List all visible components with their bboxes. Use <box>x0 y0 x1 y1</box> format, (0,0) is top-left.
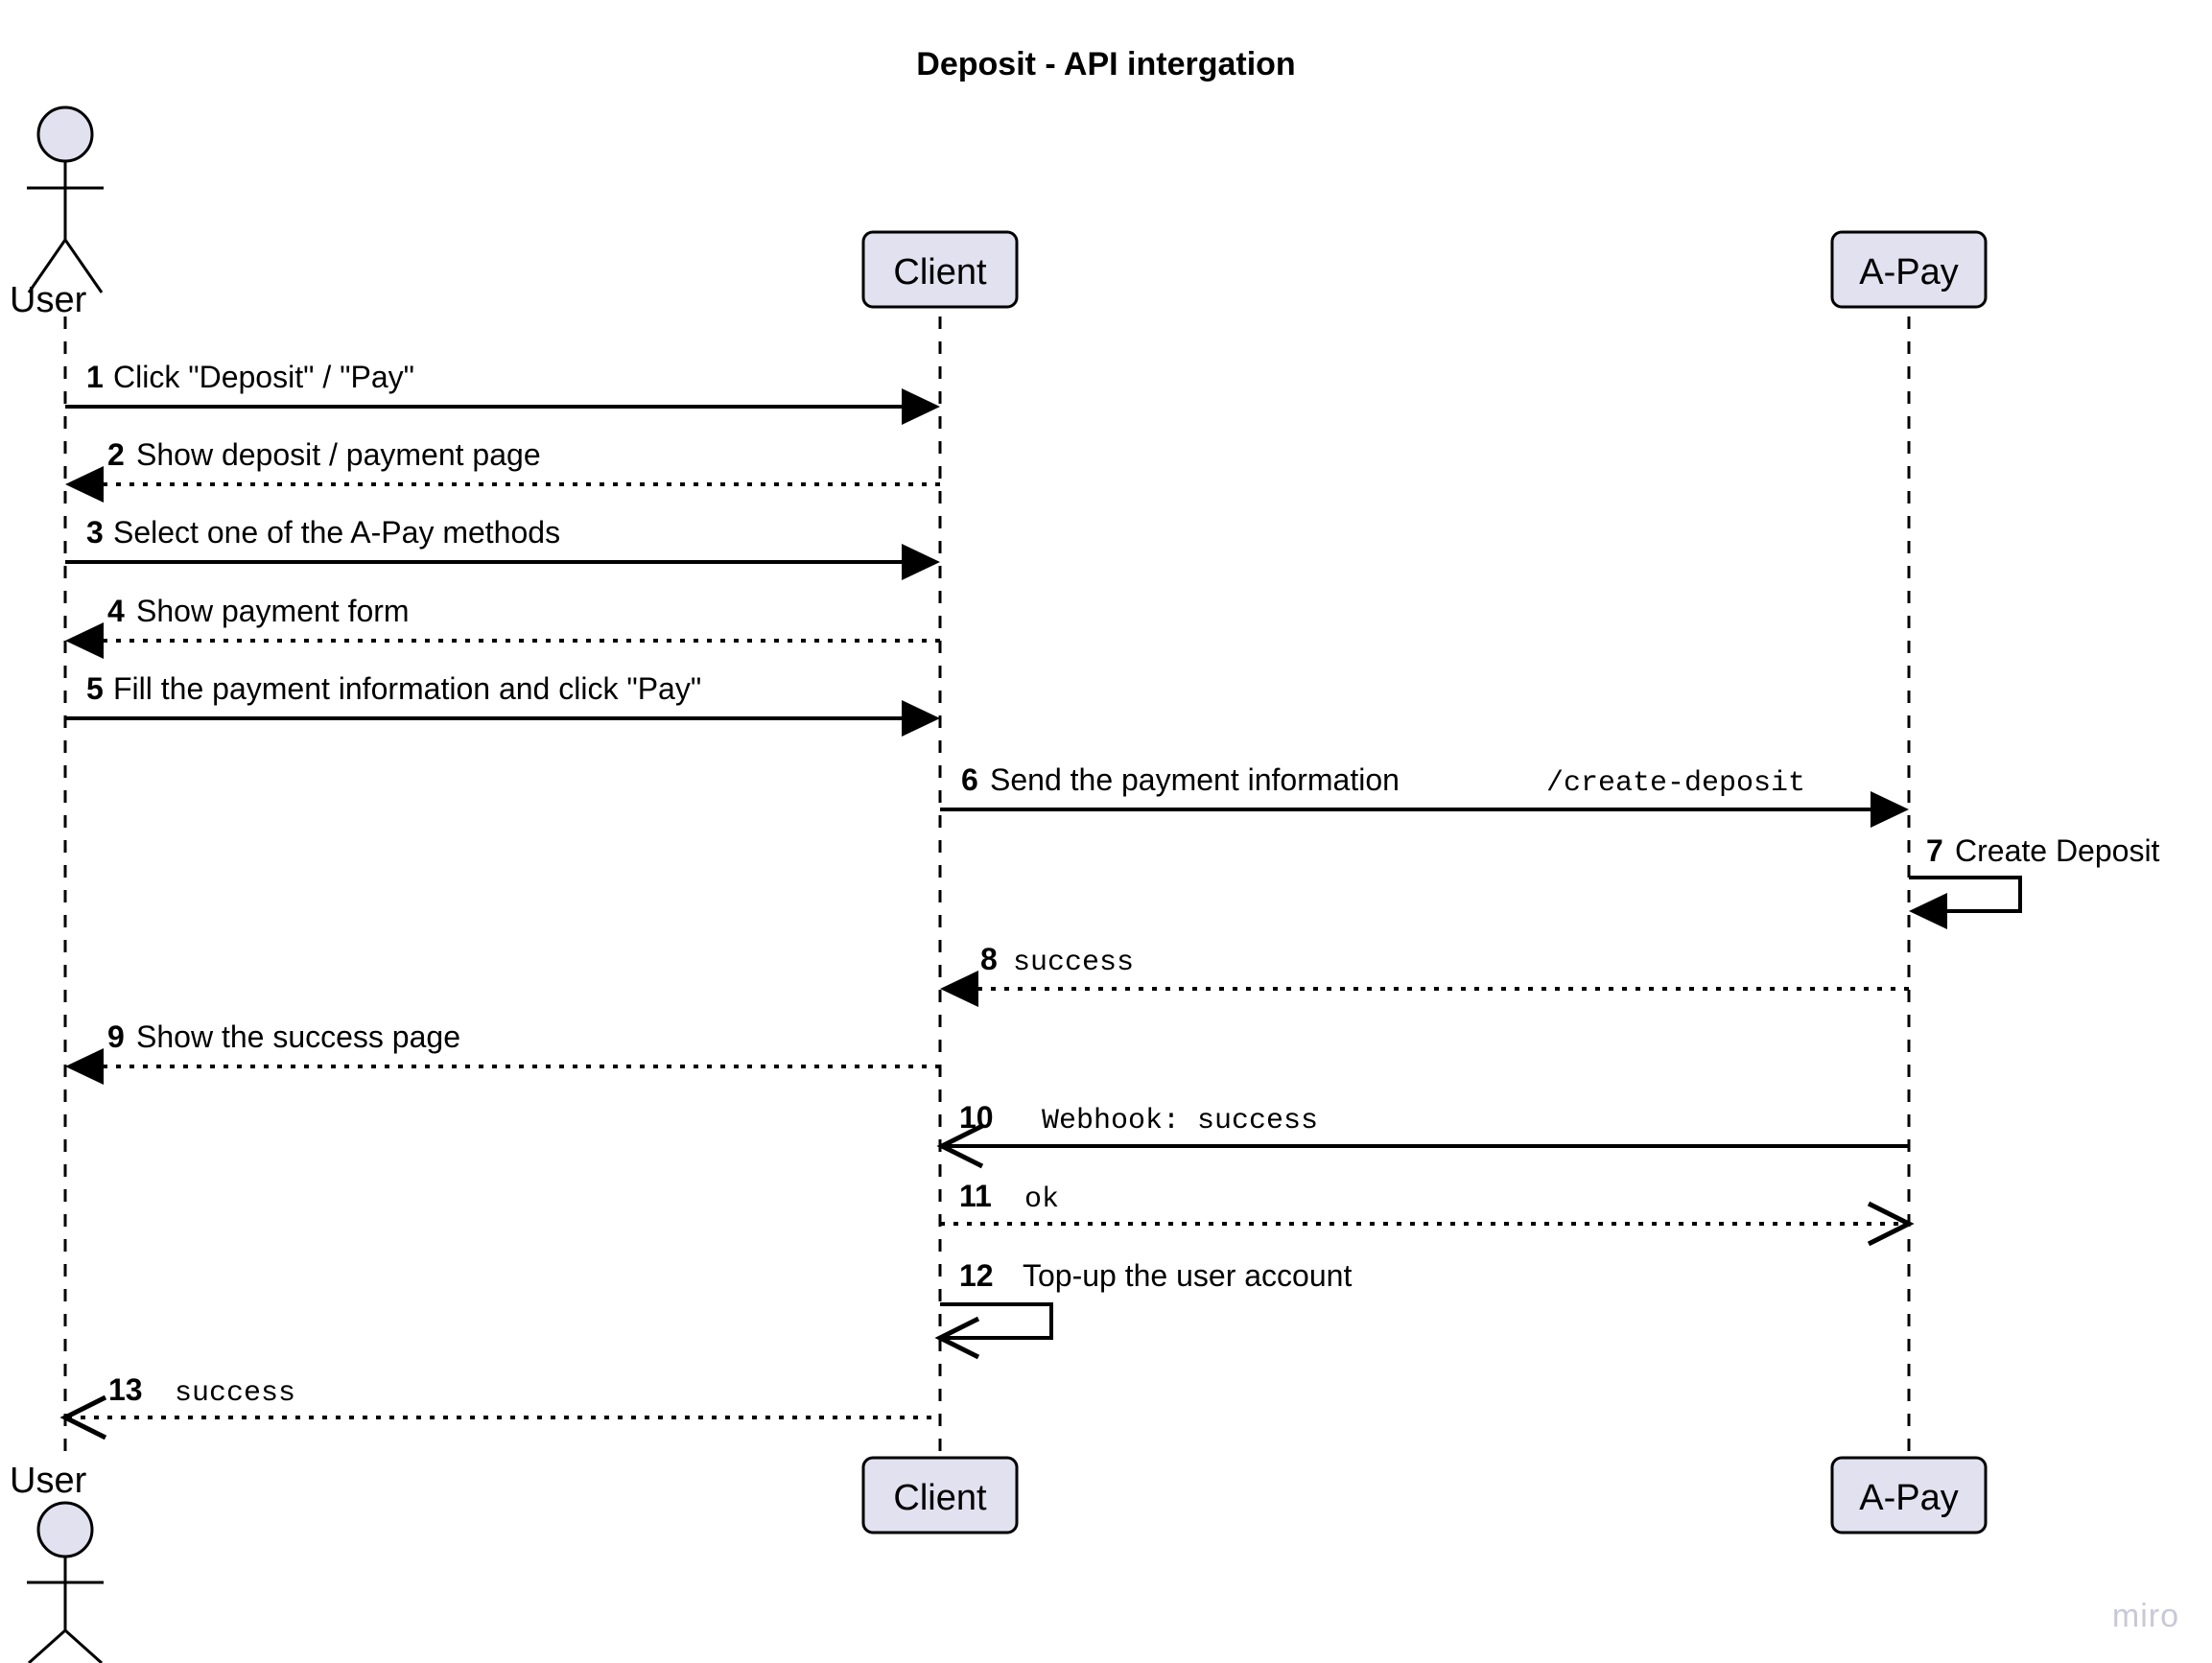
message-5[interactable]: 5 Fill the payment information and click… <box>65 671 940 737</box>
message-7-selfloop-path <box>1909 876 2022 913</box>
message-13-arrowhead <box>59 1394 107 1440</box>
message-9-number: 9 <box>107 1019 125 1054</box>
message-10-arrowhead <box>936 1123 984 1169</box>
actor-left-leg-line <box>27 1628 67 1663</box>
message-7-label: Create Deposit <box>1955 833 2160 868</box>
message-12-label: Top-up the user account <box>1023 1258 1352 1293</box>
actor-head-icon <box>36 105 94 163</box>
message-4-label: Show payment form <box>136 594 410 628</box>
message-5-label: Fill the payment information and click "… <box>113 671 701 706</box>
message-9[interactable]: 9 Show the success page <box>65 1019 940 1085</box>
participant-box-shape <box>861 1456 1019 1534</box>
actor-user-top-label: User <box>10 280 87 320</box>
message-13[interactable]: 13 success <box>59 1372 940 1440</box>
message-7[interactable]: 7 Create Deposit <box>1909 833 2160 929</box>
actor-right-leg-line <box>63 239 104 293</box>
actor-left-leg-line <box>27 239 67 293</box>
actor-user-bottom-label: User <box>10 1461 87 1501</box>
message-13-label: success <box>175 1377 295 1410</box>
message-2[interactable]: 2 Show deposit / payment page <box>65 437 940 503</box>
participant-box-shape <box>1830 230 1988 309</box>
message-4-arrowhead <box>65 622 104 659</box>
participant-box-shape <box>1830 1456 1988 1534</box>
message-12[interactable]: 12 Top-up the user account <box>934 1258 1352 1360</box>
message-6-arrowhead <box>1871 791 1909 828</box>
message-10-label: Webhook: success <box>1042 1105 1318 1137</box>
message-10[interactable]: 10 Webhook: success <box>936 1100 1909 1169</box>
message-5-number: 5 <box>86 671 104 706</box>
message-1-label: Click "Deposit" / "Pay" <box>113 360 414 394</box>
message-7-arrowhead <box>1909 893 1947 929</box>
message-6-number: 6 <box>961 762 978 797</box>
participant-client-bottom[interactable]: Client <box>861 1456 1019 1534</box>
message-1-number: 1 <box>86 360 104 394</box>
message-3[interactable]: 3 Select one of the A-Pay methods <box>65 515 940 580</box>
participant-client-top[interactable]: Client <box>861 230 1019 309</box>
message-8-number: 8 <box>980 942 998 976</box>
message-6[interactable]: 6 Send the payment information /create-d… <box>940 762 1909 828</box>
diagram-title: Deposit - API intergation <box>916 46 1295 82</box>
message-11[interactable]: 11 ok <box>940 1179 1915 1247</box>
message-9-label: Show the success page <box>136 1019 460 1054</box>
message-8-arrowhead <box>940 971 978 1007</box>
message-7-number: 7 <box>1926 833 1943 868</box>
message-11-label: ok <box>1024 1183 1059 1216</box>
message-2-number: 2 <box>107 437 125 472</box>
actor-user-top[interactable]: User <box>10 105 104 320</box>
message-4-number: 4 <box>107 594 125 628</box>
participant-apay-top[interactable]: A-Pay <box>1830 230 1988 309</box>
participant-apay-bottom[interactable]: A-Pay <box>1830 1456 1988 1534</box>
message-1-arrowhead <box>902 388 940 425</box>
participant-client-bottom-label: Client <box>893 1478 987 1518</box>
actor-head-icon <box>36 1501 94 1558</box>
message-6-label: Send the payment information <box>990 762 1400 797</box>
message-9-arrowhead <box>65 1048 104 1085</box>
message-5-arrowhead <box>902 700 940 737</box>
message-11-number: 11 <box>959 1179 992 1213</box>
participant-client-top-label: Client <box>893 252 987 293</box>
message-8-label: success <box>1013 947 1134 979</box>
miro-watermark: miro <box>2112 1598 2179 1634</box>
message-12-selfloop-path <box>940 1302 1053 1340</box>
message-8[interactable]: 8 success <box>940 942 1909 1007</box>
participant-box-shape <box>861 230 1019 309</box>
message-11-arrowhead <box>1867 1201 1915 1247</box>
message-12-number: 12 <box>959 1258 994 1293</box>
message-6-endpoint: /create-deposit <box>1546 767 1805 800</box>
message-4[interactable]: 4 Show payment form <box>65 594 940 659</box>
message-13-number: 13 <box>108 1372 143 1407</box>
message-12-arrowhead <box>934 1316 980 1360</box>
message-2-arrowhead <box>65 466 104 503</box>
message-2-label: Show deposit / payment page <box>136 437 541 472</box>
participant-apay-top-label: A-Pay <box>1859 252 1958 293</box>
message-3-number: 3 <box>86 515 104 550</box>
message-1[interactable]: 1 Click "Deposit" / "Pay" <box>65 360 940 425</box>
message-3-arrowhead <box>902 544 940 580</box>
message-3-label: Select one of the A-Pay methods <box>113 515 560 550</box>
participant-apay-bottom-label: A-Pay <box>1859 1478 1958 1518</box>
actor-right-leg-line <box>63 1628 104 1663</box>
actor-user-bottom[interactable]: User <box>10 1461 104 1663</box>
